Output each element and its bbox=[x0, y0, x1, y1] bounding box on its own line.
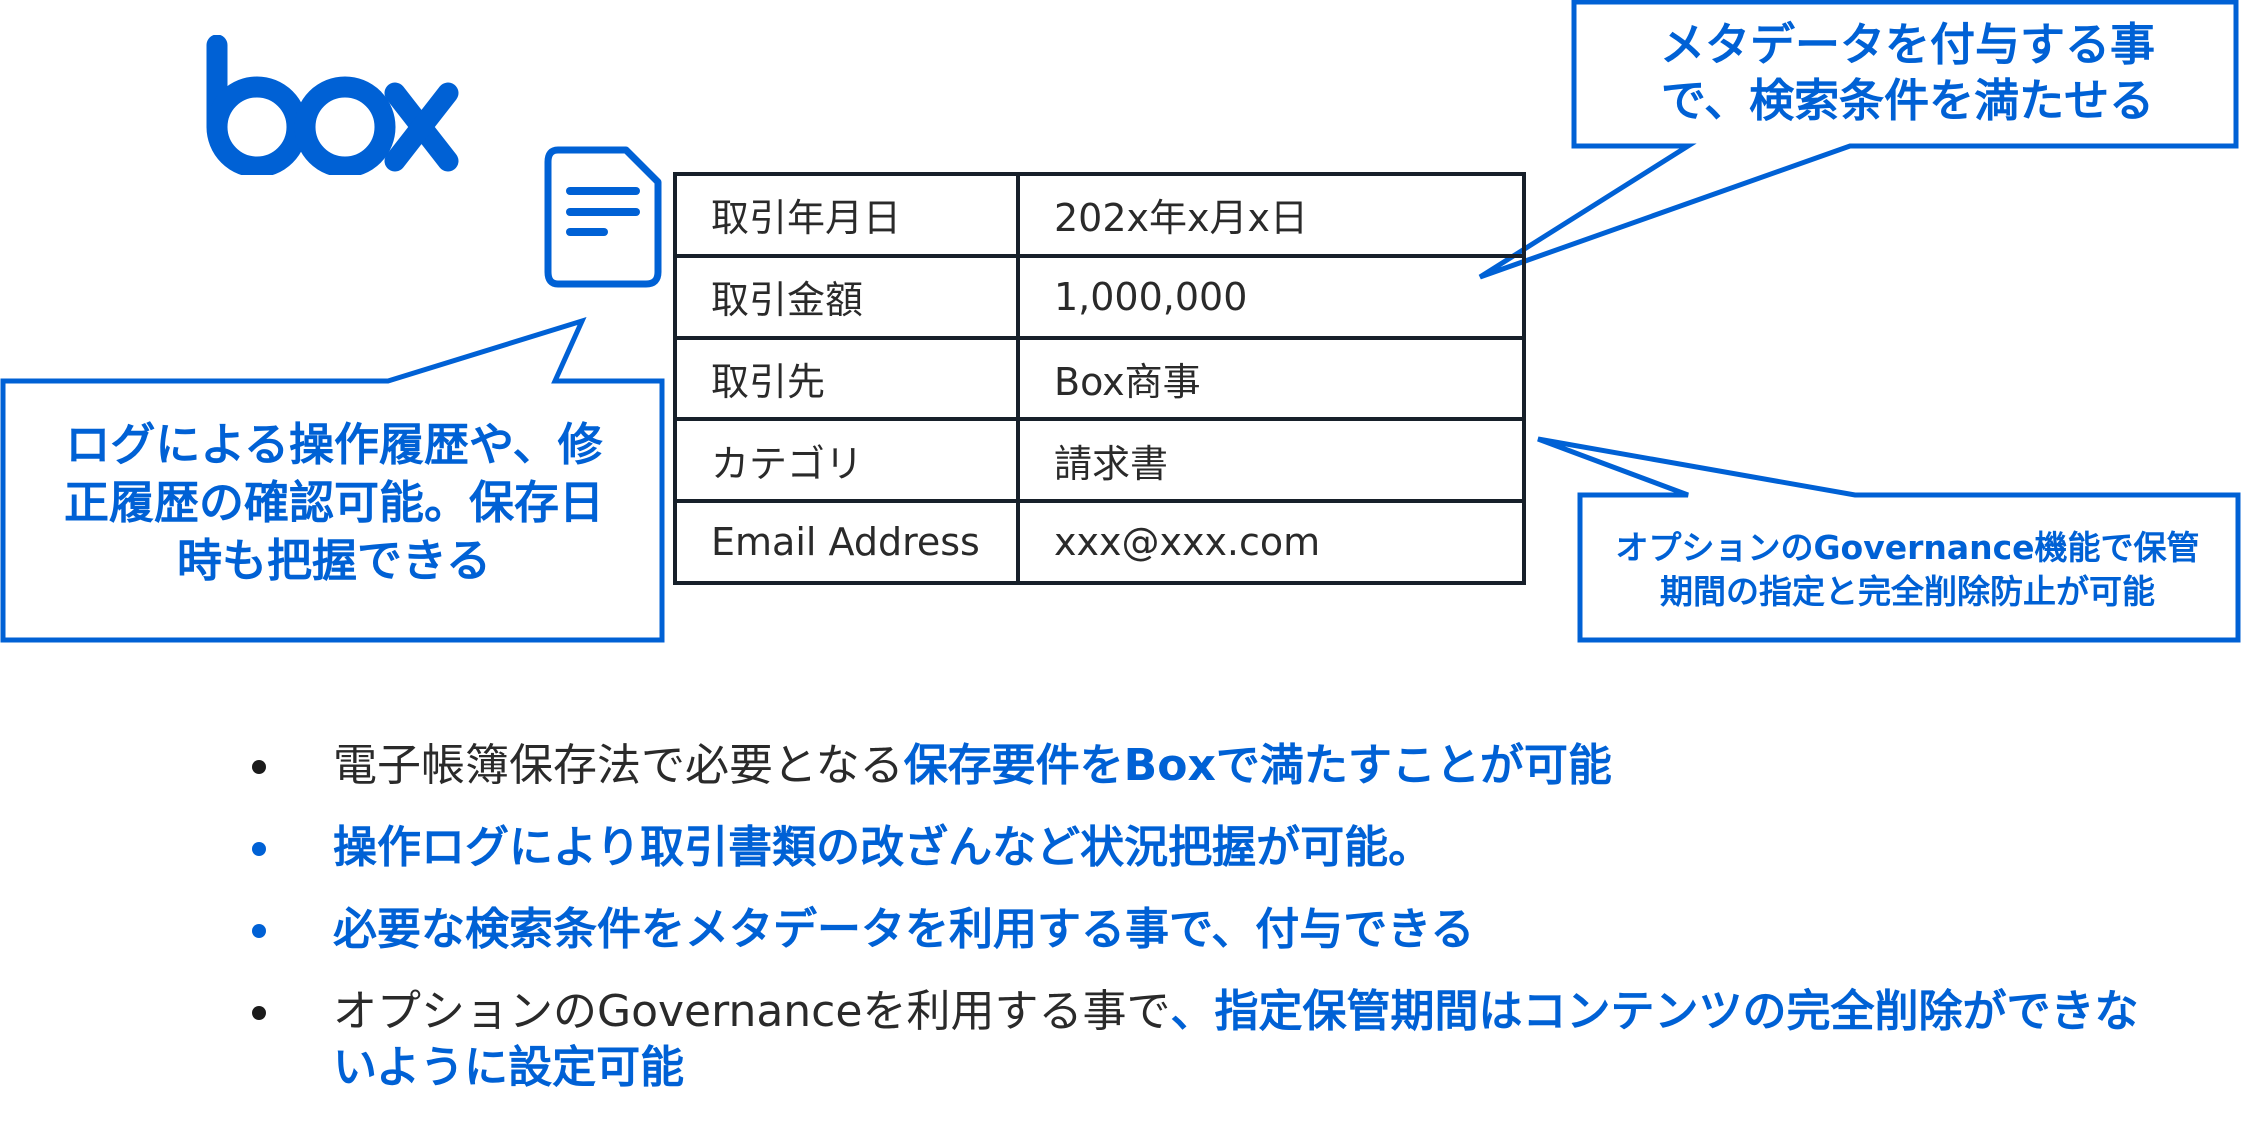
callout-left-line: 正履歴の確認可能。保存日 bbox=[63, 476, 604, 529]
callout-bottom-right-line: 期間の指定と完全削除防止が可能 bbox=[1660, 572, 2155, 611]
bullet-text-highlight: 必要な検索条件をメタデータを利用する事で、付与できる bbox=[333, 904, 1475, 955]
bullet-text-highlight: 保存要件をBoxで満たすことが可能 bbox=[903, 740, 1612, 791]
metadata-label: 取引金額 bbox=[673, 253, 1020, 340]
bullet-item: 必要な検索条件をメタデータを利用する事で、付与できる bbox=[240, 902, 2140, 958]
metadata-value: 202x年x月x日 bbox=[1016, 172, 1526, 258]
bullet-list: 電子帳簿保存法で必要となる保存要件をBoxで満たすことが可能 操作ログにより取引… bbox=[240, 738, 2140, 1122]
bullet-item: 電子帳簿保存法で必要となる保存要件をBoxで満たすことが可能 bbox=[240, 738, 2140, 794]
table-row: 取引先 Box商事 bbox=[673, 335, 1526, 422]
box-logo-icon bbox=[206, 35, 459, 175]
metadata-label: 取引年月日 bbox=[673, 172, 1020, 258]
bullet-dot-icon bbox=[252, 842, 266, 856]
metadata-value: 1,000,000 bbox=[1016, 253, 1526, 340]
metadata-label: カテゴリ bbox=[673, 417, 1020, 504]
bullet-dot-icon bbox=[252, 1006, 266, 1020]
bullet-text-highlight: 、指定保管期間はコンテンツの完全削除ができないように設定可能 bbox=[333, 986, 2139, 1093]
table-row: Email Address xxx@xxx.com bbox=[673, 499, 1526, 585]
callout-left-text: ログによる操作履歴や、修 正履歴の確認可能。保存日 時も把握できる bbox=[10, 398, 658, 608]
table-row: 取引年月日 202x年x月x日 bbox=[673, 172, 1526, 258]
callout-top-right-text: メタデータを付与する事 で、検索条件を満たせる bbox=[1585, 8, 2230, 138]
table-row: 取引金額 1,000,000 bbox=[673, 253, 1526, 340]
bullet-dot-icon bbox=[252, 924, 266, 938]
bullet-dot-icon bbox=[252, 760, 266, 774]
callout-bottom-right-text: オプションのGovernance機能で保管 期間の指定と完全削除防止が可能 bbox=[1585, 505, 2230, 635]
document-icon bbox=[544, 146, 662, 288]
bullet-text: オプションのGovernanceを利用する事で bbox=[333, 986, 1171, 1037]
bullet-item: オプションのGovernanceを利用する事で、指定保管期間はコンテンツの完全削… bbox=[240, 984, 2153, 1096]
callout-top-right-line: で、検索条件を満たせる bbox=[1660, 74, 2155, 127]
bullet-text-highlight: 操作ログにより取引書類の改ざんなど状況把握が可能。 bbox=[333, 822, 1433, 873]
metadata-value: xxx@xxx.com bbox=[1016, 499, 1526, 585]
metadata-value: Box商事 bbox=[1016, 335, 1526, 422]
callout-top-right-line: メタデータを付与する事 bbox=[1659, 18, 2155, 71]
metadata-label: 取引先 bbox=[673, 335, 1020, 422]
callout-left-line: 時も把握できる bbox=[176, 534, 492, 587]
metadata-table: 取引年月日 202x年x月x日 取引金額 1,000,000 取引先 Box商事… bbox=[673, 172, 1526, 585]
callout-left-line: ログによる操作履歴や、修 bbox=[65, 418, 603, 471]
callout-bottom-right-line: オプションのGovernance機能で保管 bbox=[1615, 528, 2200, 567]
bullet-item: 操作ログにより取引書類の改ざんなど状況把握が可能。 bbox=[240, 820, 2140, 876]
metadata-value: 請求書 bbox=[1016, 417, 1526, 504]
metadata-label: Email Address bbox=[673, 499, 1020, 585]
table-row: カテゴリ 請求書 bbox=[673, 417, 1526, 504]
bullet-text: 電子帳簿保存法で必要となる bbox=[333, 740, 904, 791]
